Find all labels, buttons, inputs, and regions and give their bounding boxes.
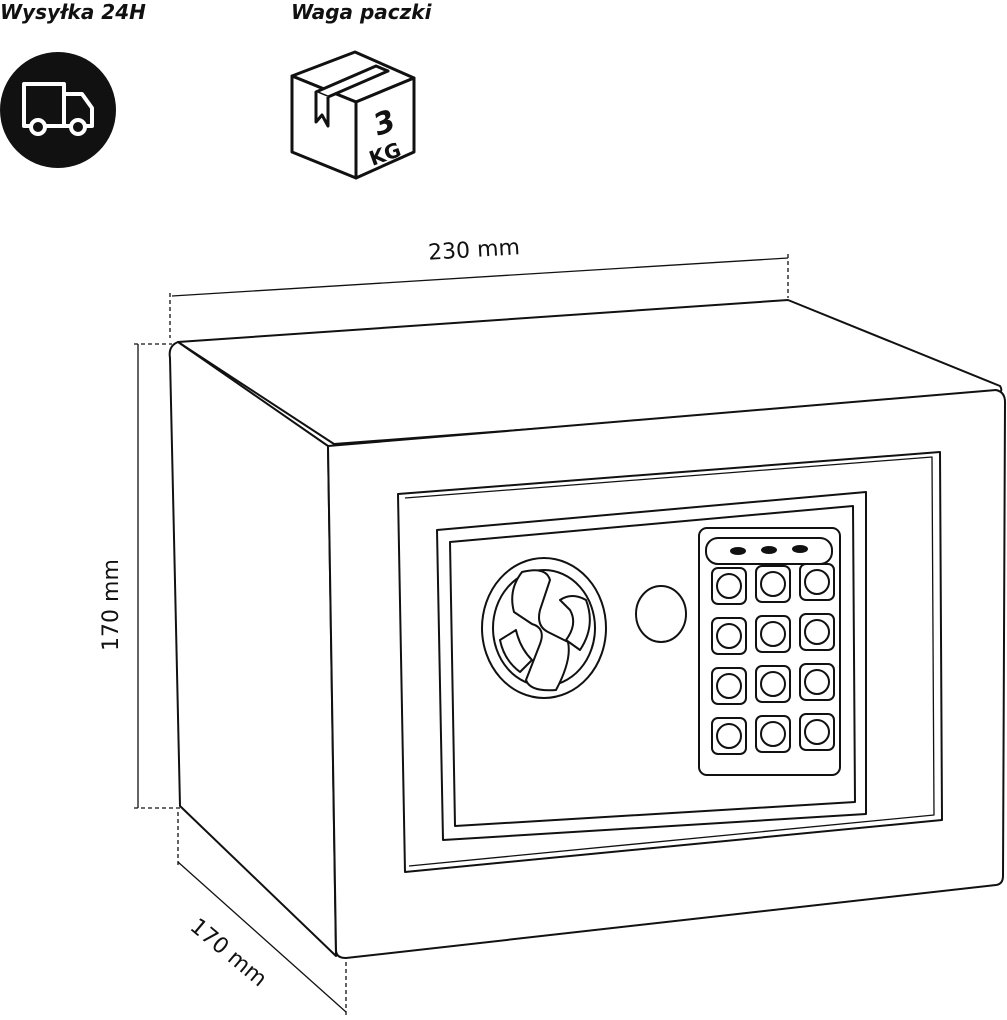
keypad-key[interactable]	[711, 617, 747, 655]
width-label: 230 mm	[427, 235, 520, 266]
keypad-key[interactable]	[755, 715, 791, 753]
keypad-key[interactable]	[711, 717, 747, 755]
keypad-key[interactable]	[799, 663, 835, 701]
keypad-key[interactable]	[755, 665, 791, 703]
shipping-label: Wysyłka 24H	[0, 0, 146, 24]
keypad-key[interactable]	[755, 565, 791, 603]
keypad-key[interactable]	[755, 615, 791, 653]
keypad-key[interactable]	[799, 713, 835, 751]
indicator-light	[730, 547, 746, 555]
height-dimension	[134, 343, 180, 809]
depth-dimension	[177, 812, 347, 1018]
depth-label: 170 mm	[185, 914, 271, 992]
safe-icon	[168, 299, 1006, 959]
keypad	[711, 563, 835, 755]
keypad-key[interactable]	[799, 613, 835, 651]
keypad-key[interactable]	[711, 567, 747, 605]
indicator-lights	[730, 545, 808, 555]
indicator-light	[792, 545, 808, 553]
keypad-key[interactable]	[799, 563, 835, 601]
keypad-key[interactable]	[711, 667, 747, 705]
truck-icon	[0, 52, 116, 168]
indicator-light	[761, 546, 777, 554]
width-dimension	[169, 254, 789, 338]
package-weight-icon: 3 KG	[290, 50, 416, 180]
package-weight-label: Waga paczki	[291, 0, 432, 24]
height-label: 170 mm	[99, 559, 124, 651]
